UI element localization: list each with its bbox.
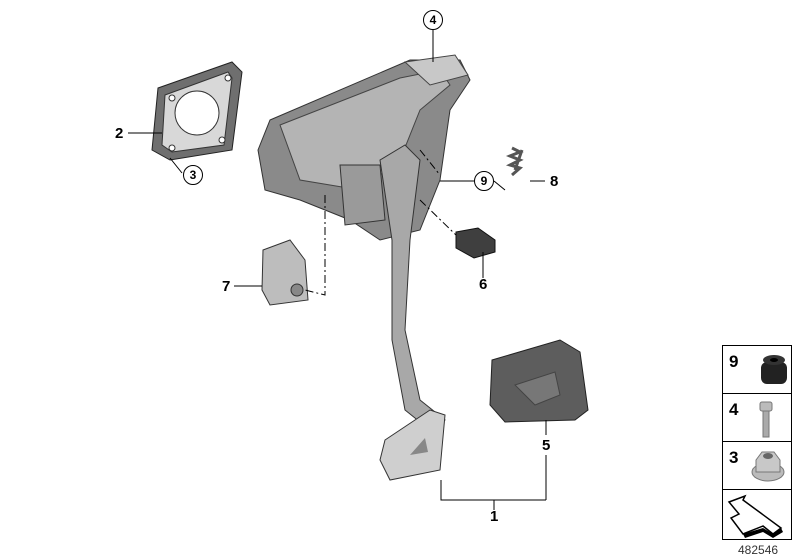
spring-part-8 — [505, 146, 524, 177]
rubber-bushing-icon — [761, 355, 787, 384]
flange-nut-icon — [751, 451, 785, 482]
pedal-pad-part-5 — [489, 339, 589, 423]
direction-arrow-icon — [727, 494, 783, 538]
pedal-bracket — [257, 54, 471, 241]
callout-5: 5 — [542, 437, 551, 454]
switch-part-6 — [455, 227, 496, 259]
legend-cell-bolt: 4 — [723, 394, 791, 442]
legend-number: 4 — [729, 400, 739, 419]
leader-lines — [128, 30, 547, 510]
legend-cell-arrow — [723, 490, 791, 539]
callout-2: 2 — [115, 125, 124, 142]
callout-6: 6 — [479, 276, 488, 293]
parts-legend-panel: 9 4 3 — [722, 345, 792, 540]
gasket-part-2 — [151, 61, 243, 161]
callout-7: 7 — [222, 278, 231, 295]
mount-bracket-part-7 — [261, 239, 309, 306]
callout-1: 1 — [490, 508, 499, 525]
pedal-arm-part-1 — [379, 144, 446, 481]
legend-cell-bushing: 9 — [723, 346, 791, 394]
callout-3: 3 — [183, 165, 203, 185]
dash-dot-lines — [304, 149, 457, 296]
callout-4: 4 — [423, 10, 443, 30]
document-number: 482546 — [738, 543, 779, 557]
callout-9: 9 — [474, 171, 494, 191]
legend-number: 9 — [729, 352, 739, 371]
callout-8: 8 — [550, 173, 559, 190]
bolt-icon — [759, 401, 773, 438]
legend-cell-nut: 3 — [723, 442, 791, 490]
legend-number: 3 — [729, 448, 739, 467]
